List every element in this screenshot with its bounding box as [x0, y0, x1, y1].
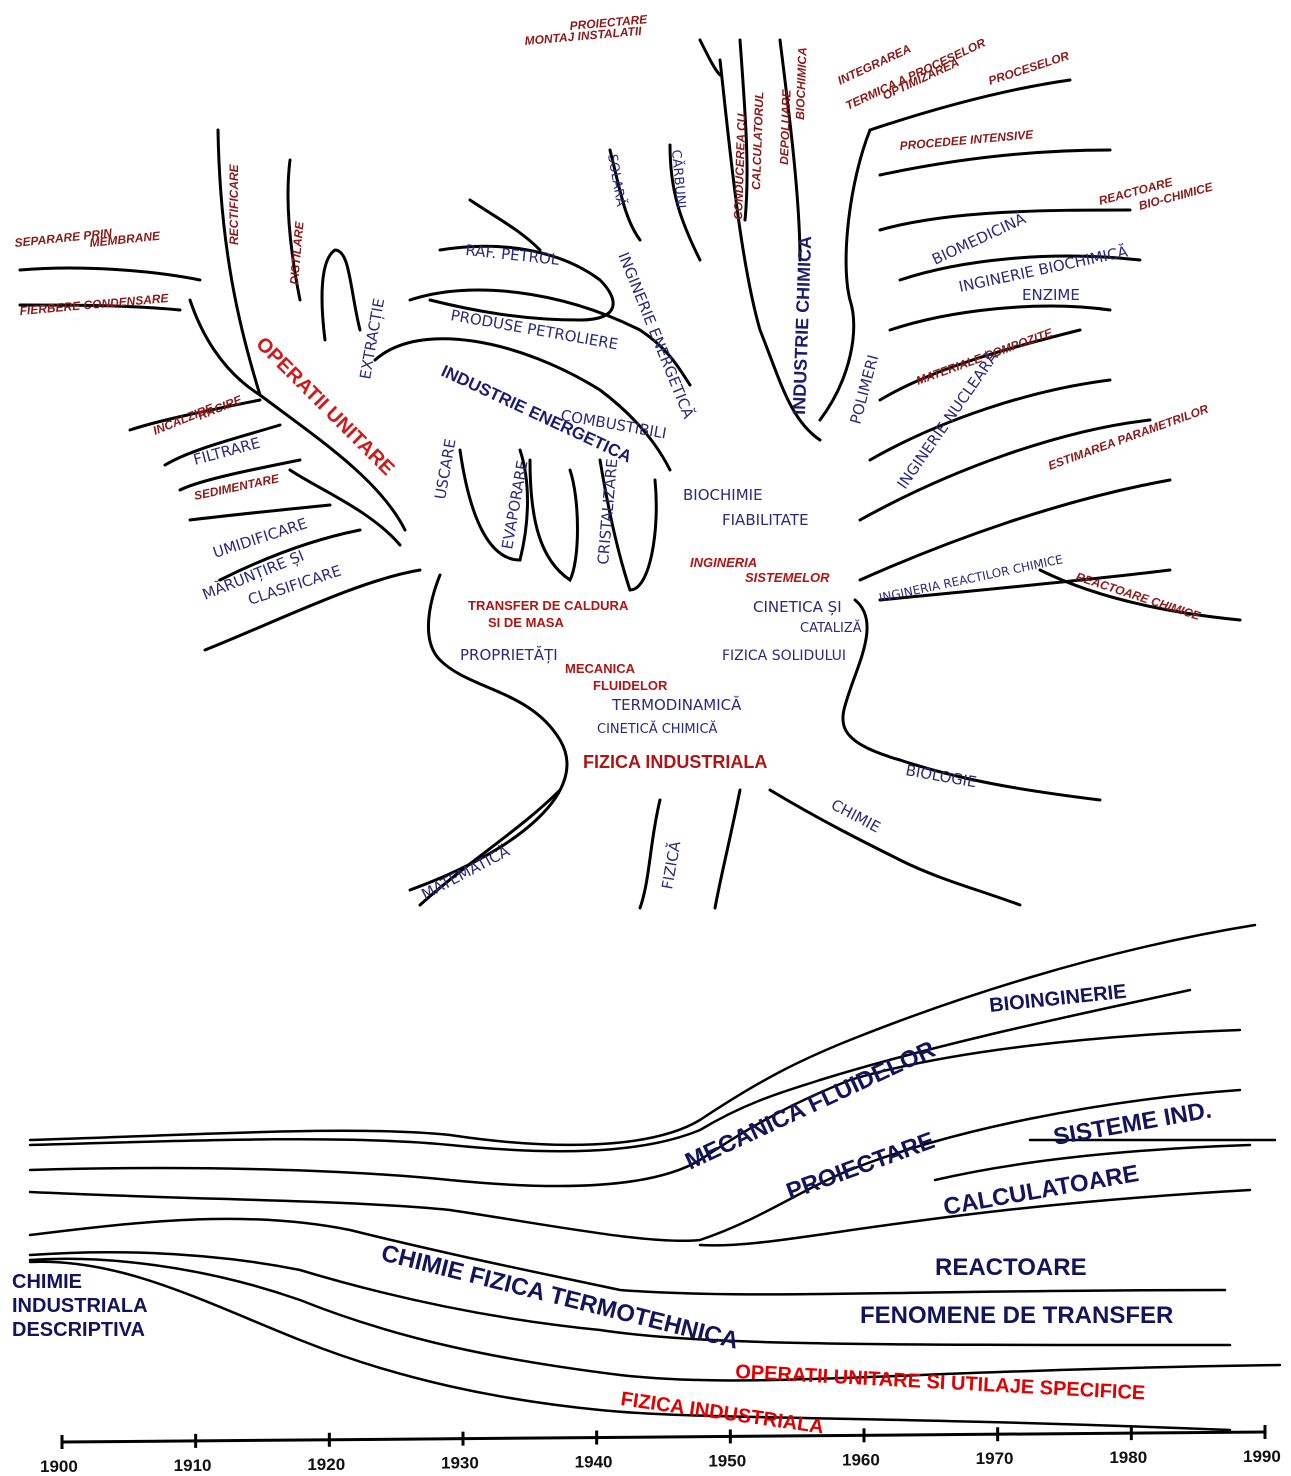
core-transfer-1: TRANSFER DE CALDURA: [468, 598, 629, 613]
leaf-filtrare: FILTRARE: [191, 434, 262, 469]
axis-tick-label: 1950: [708, 1451, 746, 1470]
tl-bioinginerie: BIOINGINERIE: [988, 981, 1127, 1017]
tl-industriala: INDUSTRIALA: [12, 1295, 148, 1317]
core-transfer-2: SI DE MASA: [488, 615, 564, 630]
leaf-estimarea: ESTIMAREA PARAMETRILOR: [1046, 402, 1210, 473]
tl-reactoare: REACTOARE: [935, 1254, 1087, 1281]
tl-fenomene: FENOMENE DE TRANSFER: [860, 1302, 1173, 1329]
tree-outline: [20, 40, 1240, 908]
tl-calculatoare: CALCULATOARE: [941, 1160, 1140, 1221]
leaf-procedee: PROCEDEE INTENSIVE: [899, 127, 1035, 153]
axis-tick-label: 1990: [1243, 1447, 1281, 1466]
leaf-racire: RACIRE: [196, 392, 245, 423]
tl-chimie-fizica: CHIMIE FIZICA TERMOTEHNICA: [379, 1240, 742, 1355]
branch-industrie-chimica: INDUSTRIE CHIMICA: [789, 236, 815, 416]
core-fizica-solidului: FIZICA SOLIDULUI: [722, 648, 846, 664]
tl-proiectare: PROIECTARE: [783, 1127, 938, 1206]
tl-chimie: CHIMIE: [12, 1271, 82, 1293]
core-ingineria-1: INGINERIA: [690, 555, 757, 570]
core-mecanica-1: MECANICA: [565, 661, 636, 676]
tl-descriptiva: DESCRIPTIVA: [12, 1319, 145, 1341]
leaf-inginerie-energetica: INGINERIE ENERGETICĂ: [614, 249, 698, 421]
leaf-depoluare: DEPOLUARE: [777, 88, 794, 165]
axis-tick-label: 1900: [40, 1457, 78, 1476]
core-cinetica-si: CINETICA ȘI: [753, 598, 842, 616]
axis-tick-label: 1920: [307, 1455, 345, 1474]
root-matematica: MATEMATICĂ: [418, 841, 513, 904]
axis-tick-label: 1940: [575, 1453, 613, 1472]
core-proprietati: PROPRIETĂȚI: [460, 645, 558, 664]
leaf-uscare: USCARE: [431, 437, 459, 500]
core-termodinamica: TERMODINAMICĂ: [611, 695, 742, 714]
leaf-reactoare-chimice: REACTOARE CHIMICE: [1074, 570, 1203, 624]
leaf-enzime: ENZIME: [1022, 286, 1080, 304]
leaf-rectificare: RECTIFICARE: [227, 163, 241, 245]
axis-tick-label: 1910: [174, 1456, 212, 1475]
axis-tick-label: 1980: [1109, 1448, 1147, 1467]
leaf-polimeri: POLIMERI: [846, 353, 882, 426]
leaf-raf-petrol: RAF. PETROL: [465, 241, 561, 269]
axis-tick-label: 1970: [976, 1449, 1014, 1468]
tl-operatii-unitare: OPERATII UNITARE SI UTILAJE SPECIFICE: [735, 1361, 1146, 1404]
root-biologie: BIOLOGIE: [904, 761, 978, 791]
leaf-produse-petroliere: PRODUSE PETROLIERE: [449, 306, 619, 353]
core-ingineria-2: SISTEMELOR: [745, 570, 830, 585]
root-chimie: CHIMIE: [828, 796, 883, 837]
leaf-solara: SOLARĂ: [604, 153, 629, 208]
axis-tick-label: 1960: [842, 1450, 880, 1469]
tl-fizica-industriala: FIZICA INDUSTRIALA: [619, 1388, 825, 1438]
leaf-calculatorul: CALCULATORUL: [749, 91, 766, 190]
root-fizica: FIZICĂ: [657, 839, 684, 891]
tl-sisteme-ind: SISTEME IND.: [1051, 1097, 1213, 1151]
core-cinetica-chimica: CINETICĂ CHIMICĂ: [597, 721, 718, 737]
core-fiabilitate: FIABILITATE: [722, 511, 809, 529]
trunk-title: FIZICA INDUSTRIALA: [583, 752, 767, 772]
axis-tick-label: 1930: [441, 1454, 479, 1473]
timeline-axis: 1900 1910 1920 1930 1940 1950 1960 1970 1980 1990: [40, 1425, 1281, 1476]
core-cataliza: CATALIZĂ: [800, 620, 862, 636]
leaf-sedimentare: SEDIMENTARE: [193, 471, 281, 503]
leaf-fierbere: FIERBERE CONDENSARE: [19, 291, 170, 318]
leaf-biochimica: BIOCHIMICA: [793, 47, 810, 120]
leaf-extractie: EXTRACȚIE: [356, 297, 388, 381]
leaf-carbuni: CĂRBUNI: [668, 149, 689, 209]
core-mecanica-2: FLUIDELOR: [593, 678, 668, 693]
core-biochimie: BIOCHIMIE: [683, 486, 763, 504]
